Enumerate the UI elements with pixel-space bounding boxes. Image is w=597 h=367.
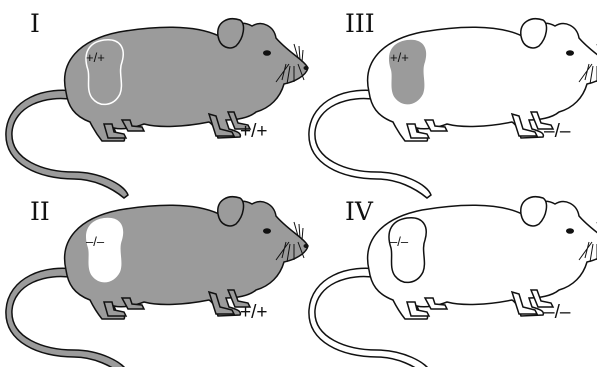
patch-genotype-I: +/+: [86, 50, 105, 65]
mouse-I: [6, 19, 309, 198]
patch-genotype-III: +/+: [390, 50, 409, 65]
skin-patch-II: [86, 218, 123, 283]
panel-numeral-IV: IV: [345, 197, 374, 226]
patch-genotype-IV: –/–: [390, 234, 409, 249]
panel-III: III +/+ –/–: [309, 9, 597, 198]
skin-patch-IV: [389, 218, 426, 283]
panel-IV: IV –/– –/–: [309, 197, 597, 367]
panel-I: I +/+ +/+: [6, 9, 309, 198]
mouse-II: [6, 197, 309, 367]
mouse-genotype-III: –/–: [544, 121, 571, 142]
patch-genotype-II: –/–: [86, 234, 105, 249]
mouse-III: [309, 19, 597, 198]
mouse-genotype-I: +/+: [240, 121, 267, 142]
mouse-genotype-II: +/+: [240, 302, 267, 323]
mouse-genotype-IV: –/–: [544, 302, 571, 323]
panel-numeral-III: III: [345, 9, 375, 38]
panel-II: II –/– +/+: [6, 197, 309, 367]
panel-numeral-I: I: [30, 9, 40, 38]
panel-numeral-II: II: [30, 197, 50, 226]
